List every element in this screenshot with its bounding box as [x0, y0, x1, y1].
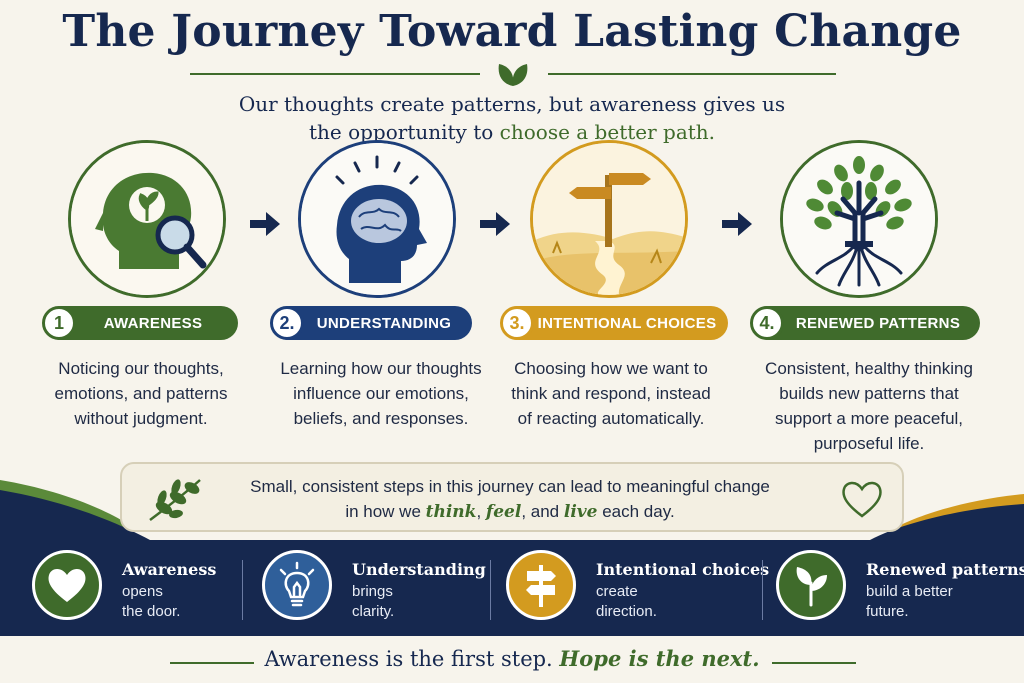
footer-rule-right	[772, 662, 856, 664]
footer-prefix: Awareness is the first step.	[264, 647, 560, 671]
step-number: 4.	[750, 306, 784, 340]
sprout-icon	[796, 567, 827, 607]
step-label: AWARENESS	[103, 314, 203, 332]
step-2-description: Learning how our thoughts influence our …	[266, 356, 496, 431]
signpost-icon	[526, 565, 556, 607]
arrow-right-icon	[480, 212, 510, 236]
step-1-pill: 1 AWARENESS	[42, 306, 238, 340]
sub-line: future.	[866, 603, 909, 620]
note-line1: Small, consistent steps in this journey …	[250, 477, 770, 496]
desc-line: support a more peaceful,	[774, 409, 964, 428]
desc-line: influence our emotions,	[293, 384, 469, 403]
bottom-2-icon	[262, 550, 332, 620]
branch-leaves-icon	[149, 479, 201, 521]
step-label: INTENTIONAL CHOICES	[537, 314, 717, 332]
step-2-illustration	[298, 140, 456, 298]
sub-line: create	[596, 583, 638, 600]
bottom-3-icon	[506, 550, 576, 620]
arrow-right-icon	[250, 212, 280, 236]
bottom-1-heading: Awareness	[122, 560, 217, 579]
bottom-3-heading: Intentional choices	[596, 560, 770, 579]
step-4-description: Consistent, healthy thinking builds new …	[754, 356, 984, 456]
step-2-pill: 2. UNDERSTANDING	[270, 306, 472, 340]
note-feel: feel	[485, 502, 522, 522]
sub-line: brings	[352, 583, 393, 600]
bottom-2-subtext: brings clarity.	[352, 582, 492, 622]
subtitle-line2: the opportunity to choose a better path.	[0, 118, 1024, 146]
desc-line: without judgment.	[74, 409, 208, 428]
note-text-part: each day.	[597, 502, 675, 521]
footer-strip	[0, 636, 1024, 683]
title-rule-right	[548, 73, 836, 75]
note-live: live	[563, 502, 598, 522]
head-magnifier-icon	[71, 143, 223, 295]
note-text-part: in how we	[345, 502, 426, 521]
note-box	[120, 462, 904, 532]
desc-line: Choosing how we want to	[514, 359, 708, 378]
desc-line: Consistent, healthy thinking	[765, 359, 973, 378]
divider	[490, 560, 491, 620]
tree-roots-icon	[783, 143, 935, 295]
bottom-2-heading: Understanding	[352, 560, 486, 579]
step-1-description: Noticing our thoughts, emotions, and pat…	[26, 356, 256, 431]
bottom-3-subtext: create direction.	[596, 582, 736, 622]
heart-outline-icon	[842, 481, 882, 518]
page-title: The Journey Toward Lasting Change	[62, 6, 962, 57]
step-label: RENEWED PATTERNS	[795, 314, 961, 332]
title-rule-left	[190, 73, 480, 75]
heart-icon	[48, 568, 86, 602]
desc-line: of reacting automatically.	[517, 409, 705, 428]
desc-line: builds new patterns that	[779, 384, 959, 403]
bottom-4-subtext: build a better future.	[866, 582, 1006, 622]
step-3-pill: 3. INTENTIONAL CHOICES	[500, 306, 728, 340]
bottom-4-icon	[776, 550, 846, 620]
bottom-1-subtext: opens the door.	[122, 582, 262, 622]
step-label: UNDERSTANDING	[316, 314, 452, 332]
step-1-illustration	[68, 140, 226, 298]
sub-line: the door.	[122, 603, 181, 620]
step-3-illustration	[530, 140, 688, 298]
step-number: 3.	[500, 306, 534, 340]
desc-line: Learning how our thoughts	[280, 359, 482, 378]
bottom-1-icon	[32, 550, 102, 620]
footer-hope: Hope is the next.	[559, 646, 760, 671]
brain-head-icon	[301, 143, 453, 295]
subtitle-line1: Our thoughts create patterns, but awaren…	[238, 92, 786, 116]
sub-line: direction.	[596, 603, 657, 620]
note-text: Small, consistent steps in this journey …	[200, 474, 820, 525]
sub-line: build a better	[866, 583, 953, 600]
sub-line: clarity.	[352, 603, 395, 620]
desc-line: Noticing our thoughts,	[58, 359, 224, 378]
desc-line: purposeful life.	[813, 434, 925, 453]
sub-line: opens	[122, 583, 163, 600]
desc-line: emotions, and patterns	[54, 384, 228, 403]
note-text-part: , and	[521, 502, 564, 521]
divider	[242, 560, 243, 620]
footer-rule-left	[170, 662, 254, 664]
step-4-illustration	[780, 140, 938, 298]
subtitle-line2-prefix: the opportunity to	[308, 120, 500, 144]
note-think: think	[425, 502, 477, 522]
note-line2: in how we think, feel, and live each day…	[200, 499, 820, 525]
note-text-part: ,	[476, 502, 486, 521]
arrow-right-icon	[722, 212, 752, 236]
desc-line: think and respond, instead	[511, 384, 711, 403]
step-number: 2.	[270, 306, 304, 340]
step-4-pill: 4. RENEWED PATTERNS	[750, 306, 980, 340]
divider	[762, 560, 763, 620]
lightbulb-icon	[279, 561, 315, 607]
step-3-description: Choosing how we want to think and respon…	[496, 356, 726, 431]
bottom-4-heading: Renewed patterns	[866, 560, 1024, 579]
subtitle: Our thoughts create patterns, but awaren…	[0, 90, 1024, 146]
leaves-icon	[498, 64, 528, 86]
desc-line: beliefs, and responses.	[293, 409, 469, 428]
footer-text: Awareness is the first step. Hope is the…	[0, 646, 1024, 671]
step-number: 1	[42, 306, 76, 340]
signpost-path-icon	[533, 143, 685, 295]
